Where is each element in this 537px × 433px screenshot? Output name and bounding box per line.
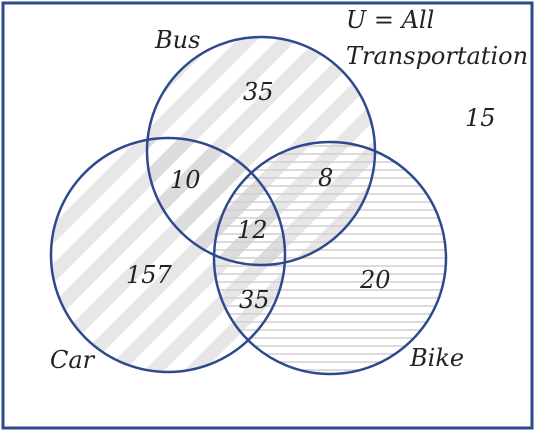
universe-title-line2: Transportation — [346, 42, 528, 70]
region-bus-only: 35 — [243, 78, 274, 106]
car-label: Car — [50, 346, 96, 374]
region-bus-car: 10 — [170, 166, 201, 194]
outside-count: 15 — [465, 104, 496, 132]
region-car-bike: 35 — [239, 286, 270, 314]
car-hatch-fill — [51, 138, 285, 372]
bus-label: Bus — [154, 26, 200, 54]
bike-circle — [212, 140, 448, 376]
region-bus-bike: 8 — [318, 164, 333, 192]
car-circle — [49, 136, 287, 374]
region-bike-only: 20 — [359, 266, 391, 294]
universe-title-line1: U = All — [346, 6, 434, 34]
region-car-only: 157 — [126, 261, 173, 289]
region-all-three: 12 — [237, 216, 268, 244]
bike-label: Bike — [409, 344, 464, 372]
